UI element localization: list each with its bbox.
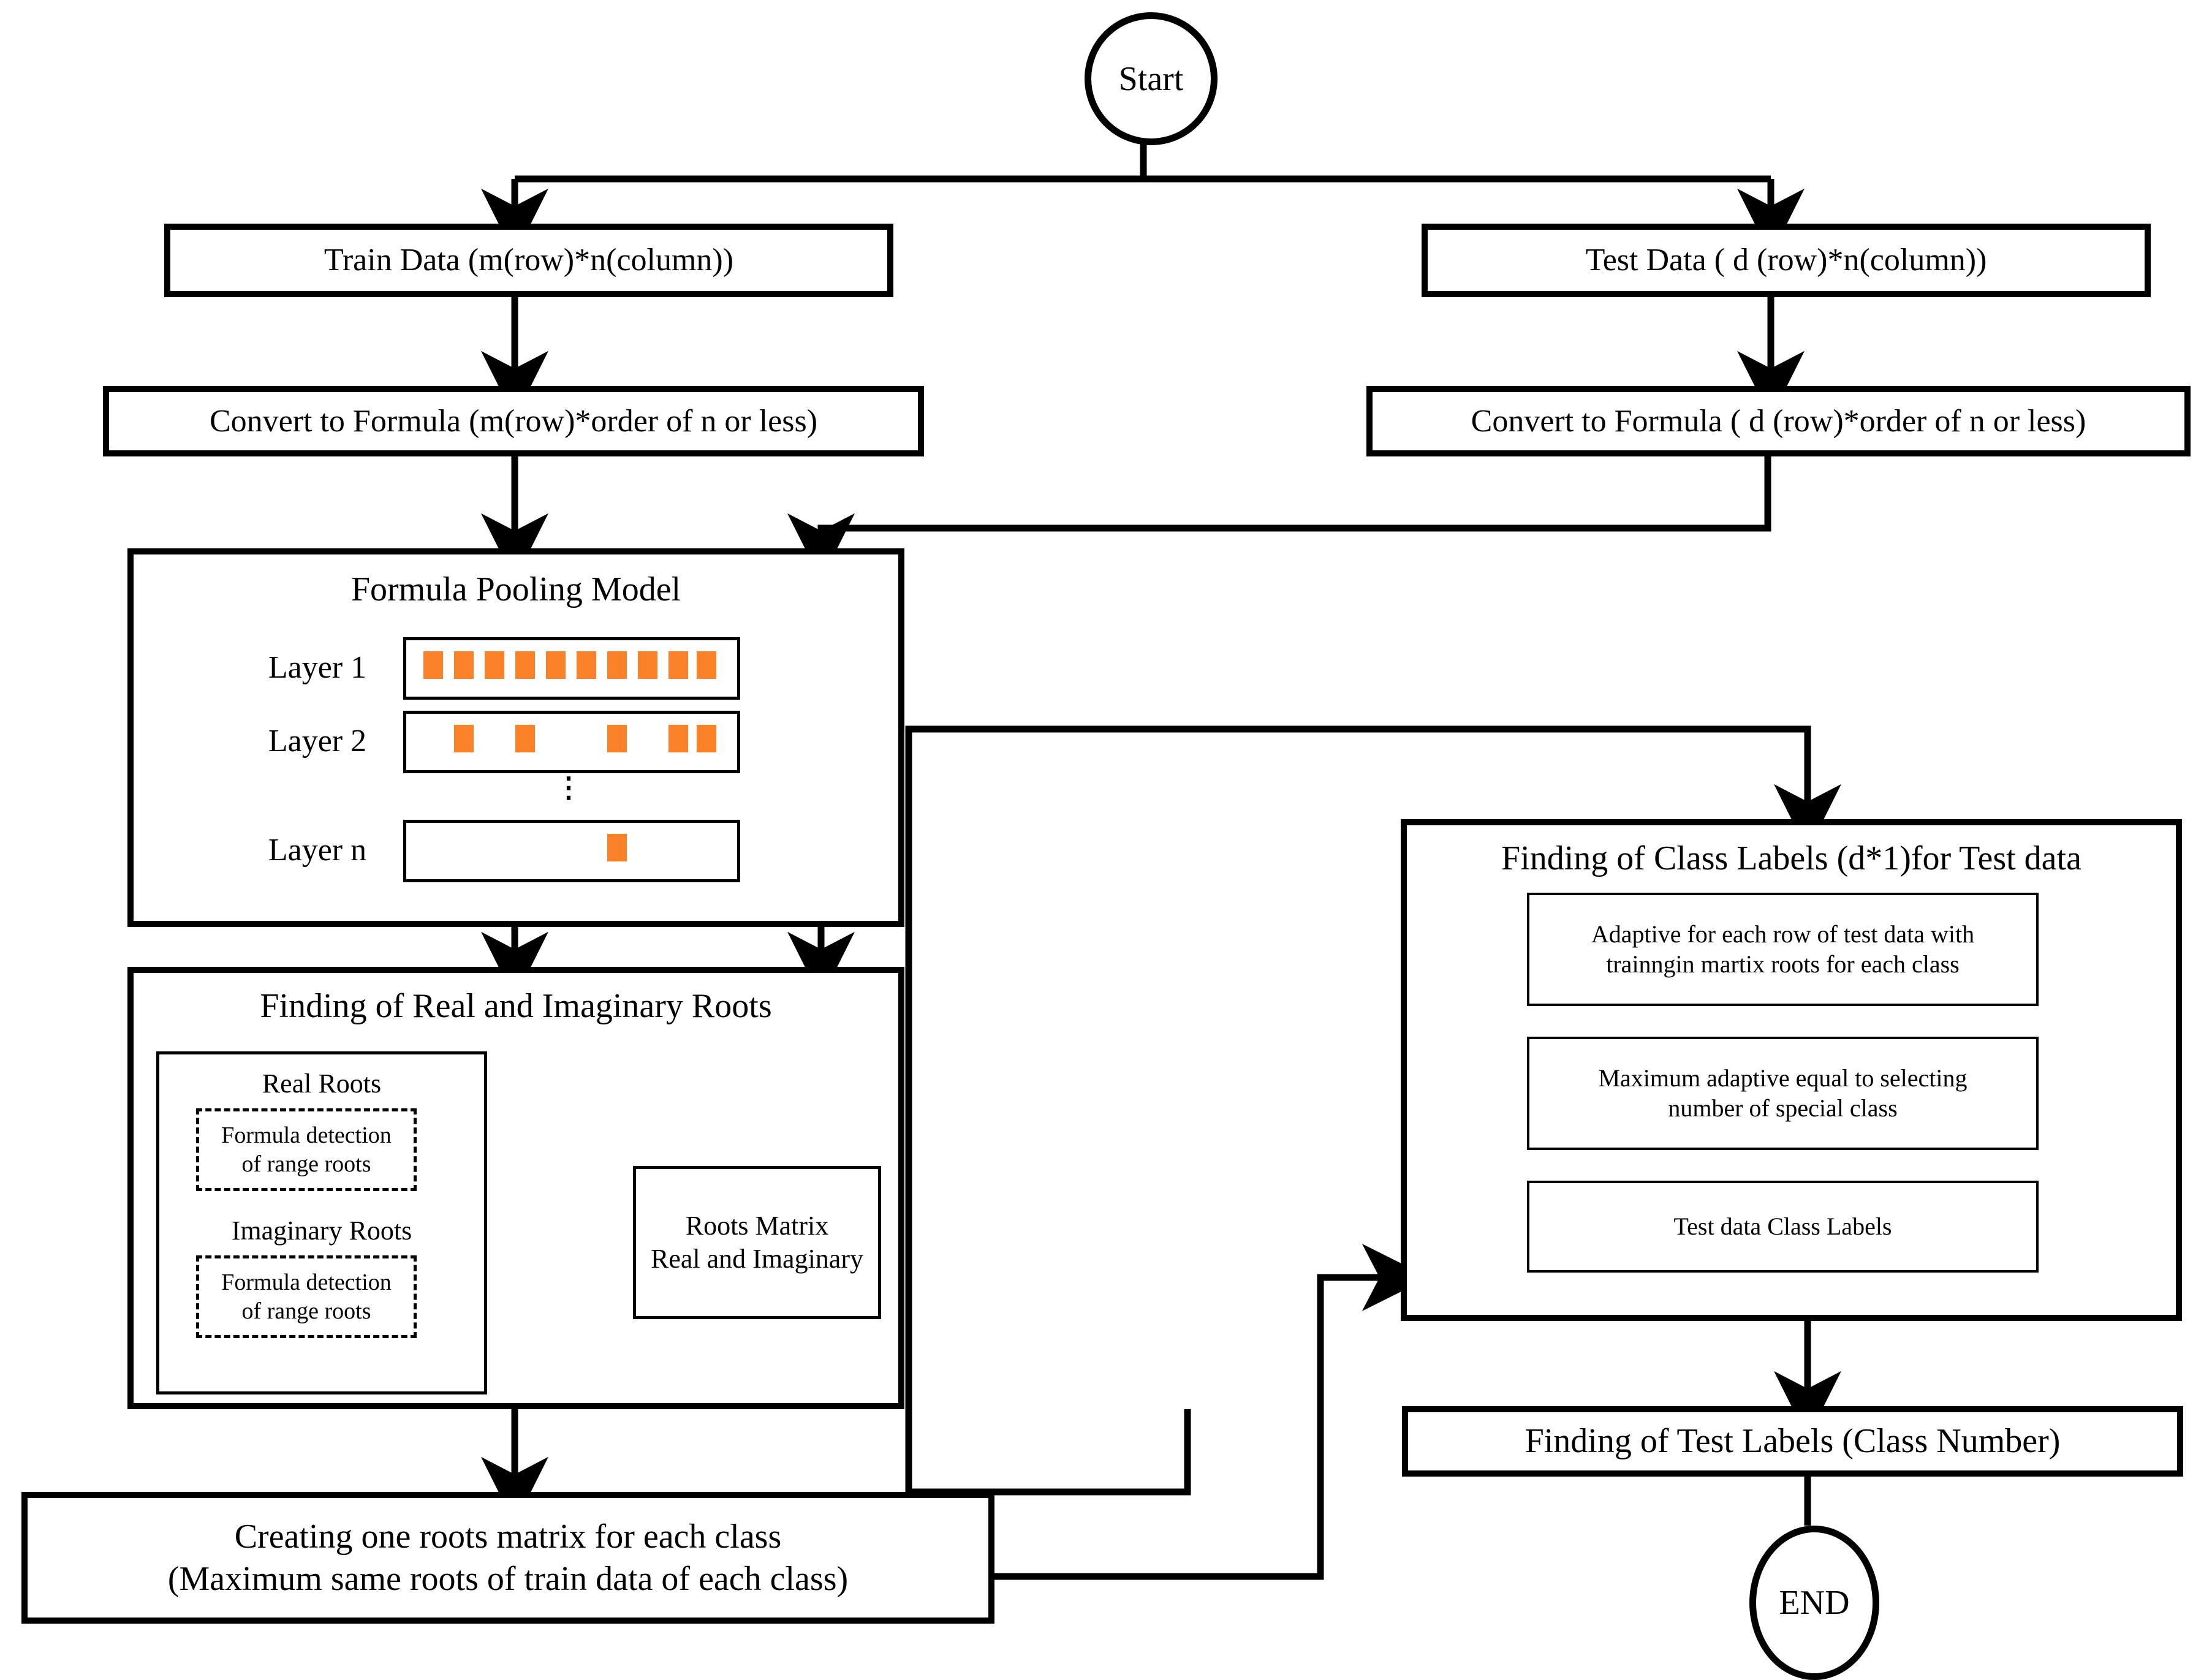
convert-test-label: Convert to Formula ( d (row)*order of n … xyxy=(1471,403,2086,439)
layers-ellipsis-icon: ⋮ xyxy=(555,772,583,803)
roots-matrix-label: Roots Matrix Real and Imaginary xyxy=(651,1211,863,1274)
layer-2-cell-9 xyxy=(669,725,688,752)
adaptive-step-box: Adaptive for each row of test data with … xyxy=(1527,893,2039,1006)
layer-2-row xyxy=(403,711,740,773)
finding-roots-title: Finding of Real and Imaginary Roots xyxy=(260,987,772,1025)
formula-detection-real-label: Formula detection of range roots xyxy=(221,1122,392,1177)
layer-2-cell-10 xyxy=(697,725,716,752)
layer-1-cell-6 xyxy=(577,651,596,679)
layer-2-name: Layer 2 xyxy=(268,724,367,759)
layer-n-cell-7 xyxy=(607,834,627,861)
creating-roots-matrix-label: Creating one roots matrix for each class… xyxy=(167,1518,849,1598)
convert-test-box: Convert to Formula ( d (row)*order of n … xyxy=(1366,386,2191,456)
layer-1-cell-7 xyxy=(607,651,627,679)
finding-roots-box: Finding of Real and Imaginary Roots Real… xyxy=(127,967,904,1409)
formula-detection-imag-box: Formula detection of range roots xyxy=(196,1255,417,1338)
formula-detection-real-box: Formula detection of range roots xyxy=(196,1108,417,1191)
edge-roots-down-left xyxy=(909,1409,1191,1496)
imaginary-roots-label: Imaginary Roots xyxy=(231,1216,412,1246)
test-labels-step-box: Test data Class Labels xyxy=(1527,1181,2039,1273)
layer-n-row xyxy=(403,820,740,882)
finding-class-labels-box: Finding of Class Labels (d*1)for Test da… xyxy=(1401,819,2182,1321)
convert-train-box: Convert to Formula (m(row)*order of n or… xyxy=(103,386,924,456)
layer-1-name: Layer 1 xyxy=(268,650,367,685)
formula-detection-imag-label: Formula detection of range roots xyxy=(221,1269,392,1324)
real-roots-label: Real Roots xyxy=(262,1069,382,1099)
roots-inner-panel: Real Roots Formula detection of range ro… xyxy=(156,1051,487,1394)
test-labels-step-label: Test data Class Labels xyxy=(1673,1212,1892,1240)
layer-2-cell-2 xyxy=(454,725,474,752)
layer-1-cell-1 xyxy=(423,651,443,679)
layer-1-cell-2 xyxy=(454,651,474,679)
layer-1-cell-8 xyxy=(638,651,657,679)
roots-matrix-box: Roots Matrix Real and Imaginary xyxy=(633,1166,881,1319)
layer-2-cell-4 xyxy=(515,725,535,752)
layer-n-name: Layer n xyxy=(268,833,367,868)
layer-2-cell-7 xyxy=(607,725,627,752)
layer-1-cell-10 xyxy=(697,651,716,679)
end-terminal: END xyxy=(1749,1526,1879,1680)
finding-test-labels-box: Finding of Test Labels (Class Number) xyxy=(1402,1406,2183,1477)
test-data-label: Test Data ( d (row)*n(column)) xyxy=(1585,243,1987,278)
test-data-box: Test Data ( d (row)*n(column)) xyxy=(1422,224,2151,297)
layer-1-row xyxy=(403,637,740,700)
edge-roots-right-stub xyxy=(821,1409,1187,1492)
layer-1-cell-5 xyxy=(546,651,566,679)
start-terminal: Start xyxy=(1085,12,1218,145)
layer-1-cell-4 xyxy=(515,651,535,679)
layer-1-cell-9 xyxy=(669,651,688,679)
end-label: END xyxy=(1779,1584,1850,1622)
formula-pooling-title: Formula Pooling Model xyxy=(350,570,681,608)
finding-test-labels-label: Finding of Test Labels (Class Number) xyxy=(1524,1422,2061,1461)
finding-class-labels-title: Finding of Class Labels (d*1)for Test da… xyxy=(1501,839,2081,877)
maximum-step-label: Maximum adaptive equal to selecting numb… xyxy=(1598,1064,1968,1122)
edge-creating-to-class-labels xyxy=(994,1244,1430,1580)
maximum-step-box: Maximum adaptive equal to selecting numb… xyxy=(1527,1037,2039,1150)
start-label: Start xyxy=(1118,59,1184,98)
edge-convert-test-to-pooling xyxy=(787,456,1771,581)
adaptive-step-label: Adaptive for each row of test data with … xyxy=(1591,920,1975,978)
train-data-box: Train Data (m(row)*n(column)) xyxy=(164,224,893,297)
formula-pooling-model-box: Formula Pooling Model Layer 1 Layer 2 ⋮ xyxy=(127,548,904,927)
edge-to-class-labels-top xyxy=(905,725,1841,1492)
train-data-label: Train Data (m(row)*n(column)) xyxy=(324,243,734,278)
convert-train-label: Convert to Formula (m(row)*order of n or… xyxy=(209,403,818,439)
layer-1-cell-3 xyxy=(485,651,504,679)
creating-roots-matrix-box: Creating one roots matrix for each class… xyxy=(21,1492,994,1624)
